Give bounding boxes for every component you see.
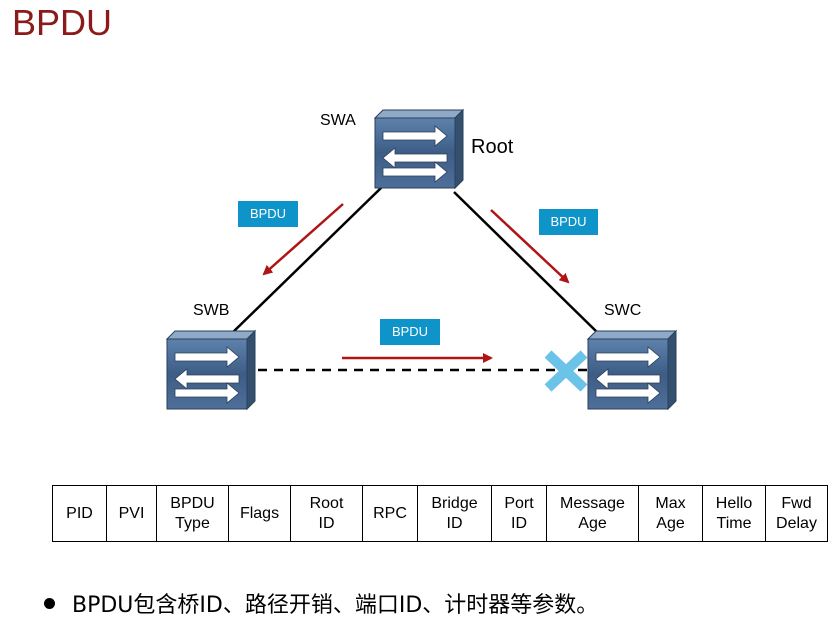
root-label: Root	[471, 136, 514, 158]
link-swa-swc	[453, 191, 601, 336]
bpdu-tag: BPDU	[380, 319, 440, 345]
bpdu-fields-table: PID PVI BPDU Type Flags Root ID RPC Brid…	[52, 485, 828, 542]
field-cell: PVI	[106, 485, 157, 542]
swb-label: SWB	[193, 302, 230, 319]
bullet-text: BPDU包含桥ID、路径开销、端口ID、计时器等参数。	[72, 593, 599, 618]
field-cell: Fwd Delay	[765, 485, 828, 542]
page-title: BPDU	[12, 2, 113, 43]
blocked-port-icon	[544, 350, 588, 392]
field-cell: Root ID	[290, 485, 363, 542]
field-cell: Message Age	[546, 485, 639, 542]
switch-icon	[374, 109, 464, 189]
field-cell: Port ID	[491, 485, 547, 542]
arrow-icon	[490, 209, 570, 284]
field-cell: RPC	[362, 485, 418, 542]
field-cell: Bridge ID	[417, 485, 492, 542]
switch-icon	[166, 330, 256, 410]
topology-diagram	[166, 109, 677, 410]
field-cell: Hello Time	[702, 485, 766, 542]
switch-icon	[587, 330, 677, 410]
bpdu-tag: BPDU	[539, 209, 598, 235]
link-swa-swb	[229, 185, 384, 336]
swc-label: SWC	[604, 302, 642, 319]
table-row: PID PVI BPDU Type Flags Root ID RPC Brid…	[52, 485, 828, 542]
field-cell: PID	[52, 485, 107, 542]
bullet-dot-icon	[44, 597, 55, 609]
field-cell: Max Age	[638, 485, 703, 542]
field-cell: Flags	[228, 485, 291, 542]
swa-label: SWA	[320, 112, 356, 129]
bullet-item: BPDU包含桥ID、路径开销、端口ID、计时器等参数。	[44, 586, 598, 620]
arrow-icon	[262, 203, 344, 276]
field-cell: BPDU Type	[156, 485, 229, 542]
bpdu-tag: BPDU	[238, 201, 298, 227]
